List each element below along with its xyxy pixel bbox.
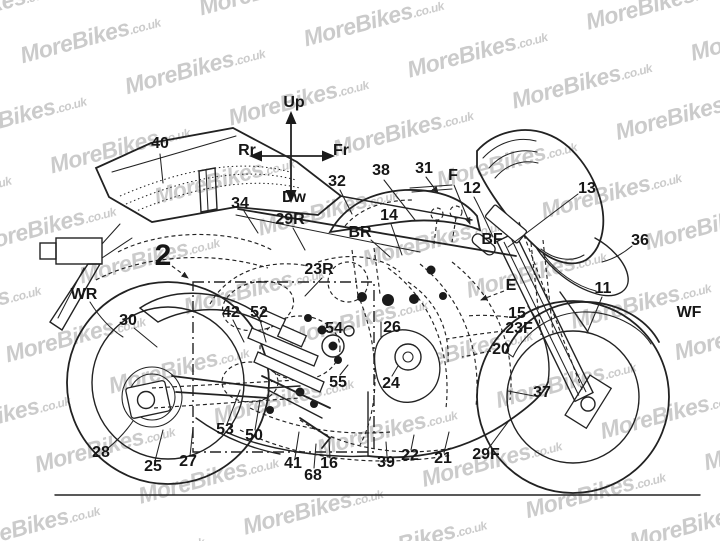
windscreen [476, 129, 605, 265]
compass-arrows [249, 111, 335, 203]
side-panel [138, 292, 263, 323]
frame-lines [95, 195, 517, 281]
fairing-contours [195, 261, 549, 462]
engine-cluster [209, 205, 463, 449]
leader-lines [89, 153, 633, 469]
handlebar [471, 204, 528, 256]
front-wheel [476, 300, 670, 494]
tail-cowl [94, 127, 343, 223]
nose-cowl [527, 237, 629, 383]
detail-box [192, 281, 375, 453]
rear-wheel [66, 281, 270, 485]
front-fender [505, 301, 660, 358]
license-stalk [39, 223, 133, 331]
